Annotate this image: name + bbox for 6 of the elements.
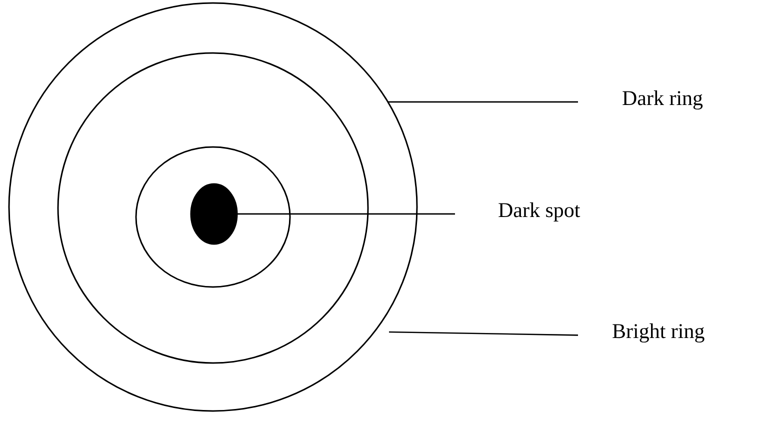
leader-line [237,213,455,215]
leader-line [388,331,578,336]
leader-line [388,101,578,103]
part-label: Dark ring [622,86,704,110]
part-label: Bright ring [612,318,705,344]
part-label: Dark spot [498,198,580,222]
